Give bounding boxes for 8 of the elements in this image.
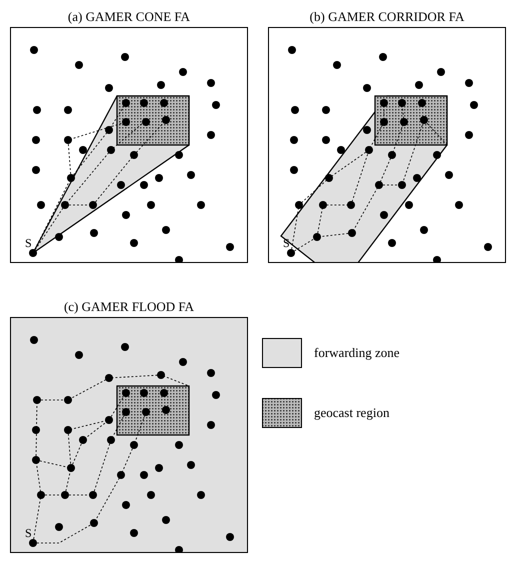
panel-title: (a) GAMER CONE FA bbox=[66, 8, 192, 26]
source-label: S bbox=[25, 236, 32, 251]
panel-title: (c) GAMER FLOOD FA bbox=[62, 298, 196, 316]
panel-title: (b) GAMER CORRIDOR FA bbox=[308, 8, 466, 26]
legend-text: geocast region bbox=[314, 405, 390, 421]
source-label: S bbox=[25, 526, 32, 541]
source-label: S bbox=[283, 236, 290, 251]
legend-text: forwarding zone bbox=[314, 345, 400, 361]
